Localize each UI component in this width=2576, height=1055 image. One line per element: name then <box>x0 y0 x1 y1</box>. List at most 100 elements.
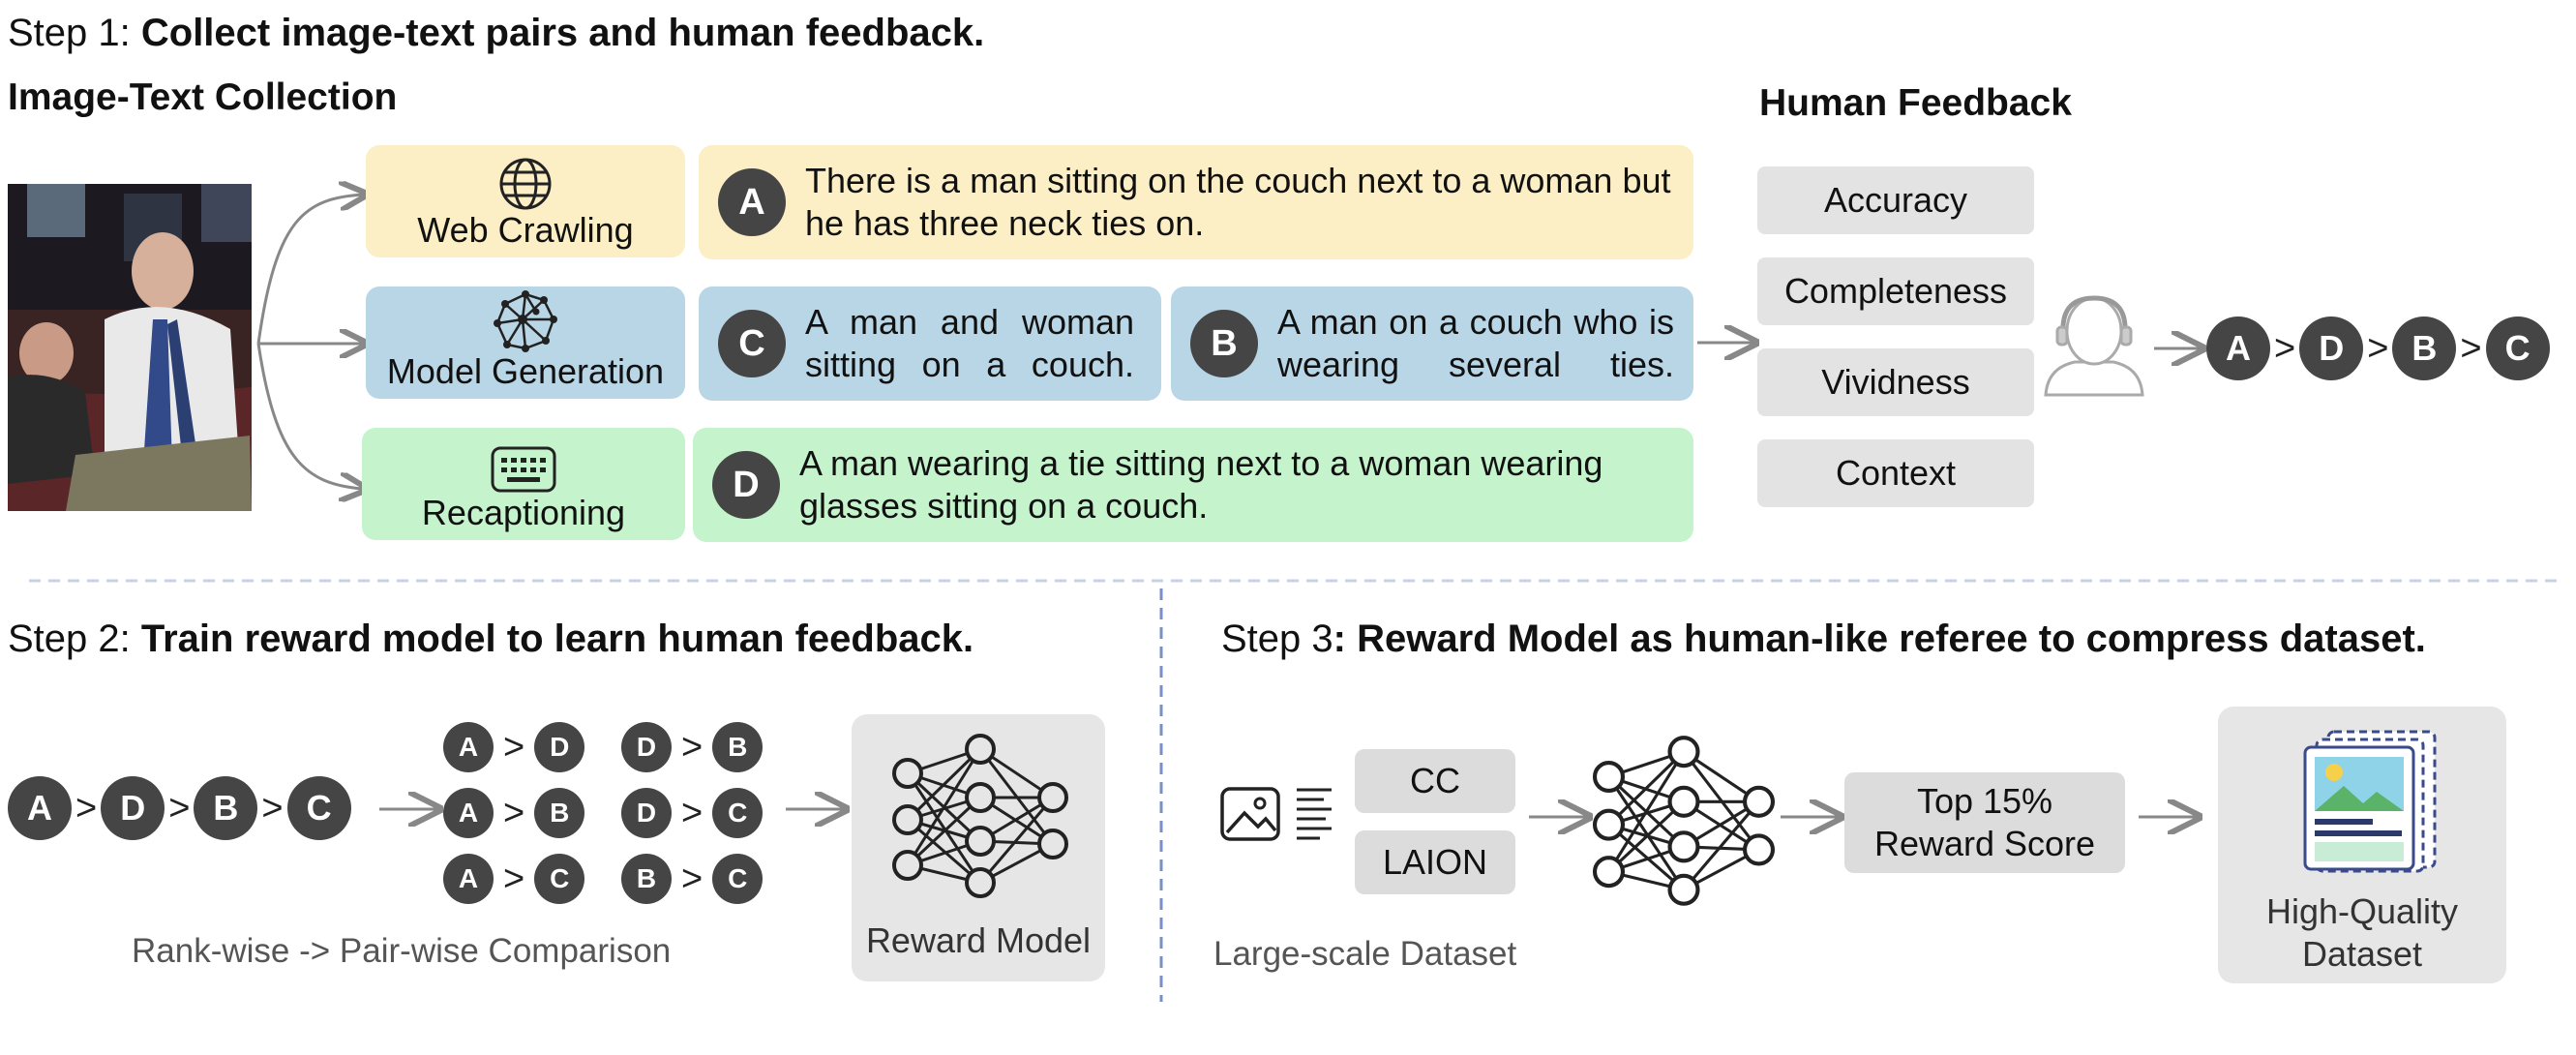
source-label: Recaptioning <box>421 493 626 532</box>
badge-b: B <box>1190 310 1258 377</box>
rank-badge: D <box>101 776 165 840</box>
network-icon <box>494 290 557 352</box>
rank-badge: B <box>2392 316 2457 380</box>
criterion-vividness: Vividness <box>1757 348 2034 416</box>
rank-badge: C <box>286 776 351 840</box>
pair: A>D <box>443 722 608 772</box>
step2-prefix: Step 2: <box>8 618 141 660</box>
rank-badge: A <box>8 776 72 840</box>
step1-title: Collect image-text pairs and human feedb… <box>140 12 985 54</box>
hq-line1: High-Quality <box>2265 891 2459 931</box>
document-stack-icon <box>2303 730 2437 873</box>
pair-badge: B <box>534 788 585 838</box>
gt-sign: > <box>2460 328 2482 369</box>
badge-c: C <box>718 310 786 377</box>
arrow-to-pairs <box>379 796 447 825</box>
step1-heading: Step 1: Collect image-text pairs and hum… <box>8 10 984 56</box>
top-score-box: Top 15%Reward Score <box>1844 772 2125 873</box>
rank-badge: C <box>2485 316 2550 380</box>
gt-sign: > <box>503 859 525 899</box>
pair-badge: A <box>443 854 494 904</box>
pair-badge: B <box>712 722 764 772</box>
caption-text-c: A man and woman sitting on a couch. <box>805 302 1134 384</box>
source-label: Model Generation <box>386 351 665 391</box>
caption-d: D A man wearing a tie sitting next to a … <box>693 428 1693 542</box>
globe-icon <box>499 158 552 210</box>
reward-model-box: Reward Model <box>852 714 1105 981</box>
image-text-collection-title: Image-Text Collection <box>8 76 398 118</box>
gt-sign: > <box>2274 328 2296 369</box>
arrow-to-ranking <box>2154 335 2210 364</box>
pair-badge: C <box>534 854 585 904</box>
source-label: Web Crawling <box>417 210 634 250</box>
gt-sign: > <box>2367 328 2389 369</box>
rank-badge: B <box>194 776 258 840</box>
pair-badge: D <box>621 722 672 772</box>
pair: D>B <box>621 722 786 772</box>
human-feedback-title: Human Feedback <box>1759 82 2072 124</box>
caption-text-b: A man on a couch who is wearing several … <box>1277 302 1674 384</box>
reward-model-label: Reward Model <box>865 920 1092 960</box>
rank-badge: A <box>2206 316 2270 380</box>
pair-badge: A <box>443 788 494 838</box>
pair: A>C <box>443 854 608 904</box>
criterion-completeness: Completeness <box>1757 257 2034 325</box>
step3-title: : Reward Model as human-like referee to … <box>1333 618 2426 660</box>
gt-sign: > <box>261 788 284 829</box>
badge-d: D <box>712 451 780 519</box>
referee-network-icon <box>1592 736 1776 906</box>
criterion-accuracy: Accuracy <box>1757 166 2034 234</box>
pair-badge: A <box>443 722 494 772</box>
rank-badge: D <box>2299 316 2364 380</box>
source-web-crawling: Web Crawling <box>366 145 685 257</box>
arrow-to-top-score <box>1781 803 1848 832</box>
arrow-to-feedback <box>1697 329 1763 358</box>
gt-sign: > <box>681 859 704 899</box>
sample-photo <box>8 184 252 511</box>
pair-badge: C <box>712 788 764 838</box>
pair: D>C <box>621 788 786 838</box>
hq-dataset-box: High-Quality Dataset <box>2218 707 2506 983</box>
criterion-context: Context <box>1757 439 2034 507</box>
pair: B>C <box>621 854 786 904</box>
step2-title: Train reward model to learn human feedba… <box>140 618 974 660</box>
rank-note: Rank-wise -> Pair-wise Comparison <box>132 932 672 970</box>
dataset-cc: CC <box>1355 749 1515 813</box>
human-annotator-icon <box>2044 295 2144 397</box>
gt-sign: > <box>503 793 525 833</box>
arrow-to-reward-model <box>786 796 854 825</box>
caption-text-a: There is a man sitting on the couch next… <box>805 161 1671 243</box>
top-score-line1: Top 15% <box>1916 781 2053 821</box>
arrow-to-referee <box>1529 803 1597 832</box>
step2-heading: Step 2: Train reward model to learn huma… <box>8 616 973 662</box>
pair-badge: D <box>534 722 585 772</box>
badge-a: A <box>718 168 786 236</box>
step2-ranking: A > D > B > C <box>8 776 351 840</box>
section-dividers <box>29 579 2564 1002</box>
gt-sign: > <box>168 788 191 829</box>
pair-badge: C <box>712 854 764 904</box>
pair: A>B <box>443 788 608 838</box>
caption-a: A There is a man sitting on the couch ne… <box>699 145 1693 259</box>
pair-badge: D <box>621 788 672 838</box>
pairwise-grid: A>D D>B A>B D>C A>C B>C <box>443 722 792 904</box>
image-text-icon <box>1220 787 1332 841</box>
step1-prefix: Step 1: <box>8 12 141 54</box>
dataset-laion: LAION <box>1355 830 1515 894</box>
step3-heading: Step 3: Reward Model as human-like refer… <box>1221 616 2426 662</box>
gt-sign: > <box>681 793 704 833</box>
source-model-generation: Model Generation <box>366 286 685 399</box>
caption-b: B A man on a couch who is wearing severa… <box>1171 286 1693 401</box>
ranking-result: A > D > B > C <box>2206 316 2550 380</box>
gt-sign: > <box>75 788 98 829</box>
caption-text-d: A man wearing a tie sitting next to a wo… <box>799 443 1603 526</box>
step3-prefix: Step 3 <box>1221 618 1333 660</box>
photo-arrows <box>256 179 373 508</box>
caption-c: C A man and woman sitting on a couch. <box>699 286 1161 401</box>
neural-network-icon <box>892 734 1068 898</box>
gt-sign: > <box>681 727 704 768</box>
hq-line2: Dataset <box>2301 934 2423 974</box>
large-scale-dataset-label: Large-scale Dataset <box>1213 935 1517 973</box>
arrow-to-hq-dataset <box>2139 803 2206 832</box>
pair-badge: B <box>621 854 672 904</box>
